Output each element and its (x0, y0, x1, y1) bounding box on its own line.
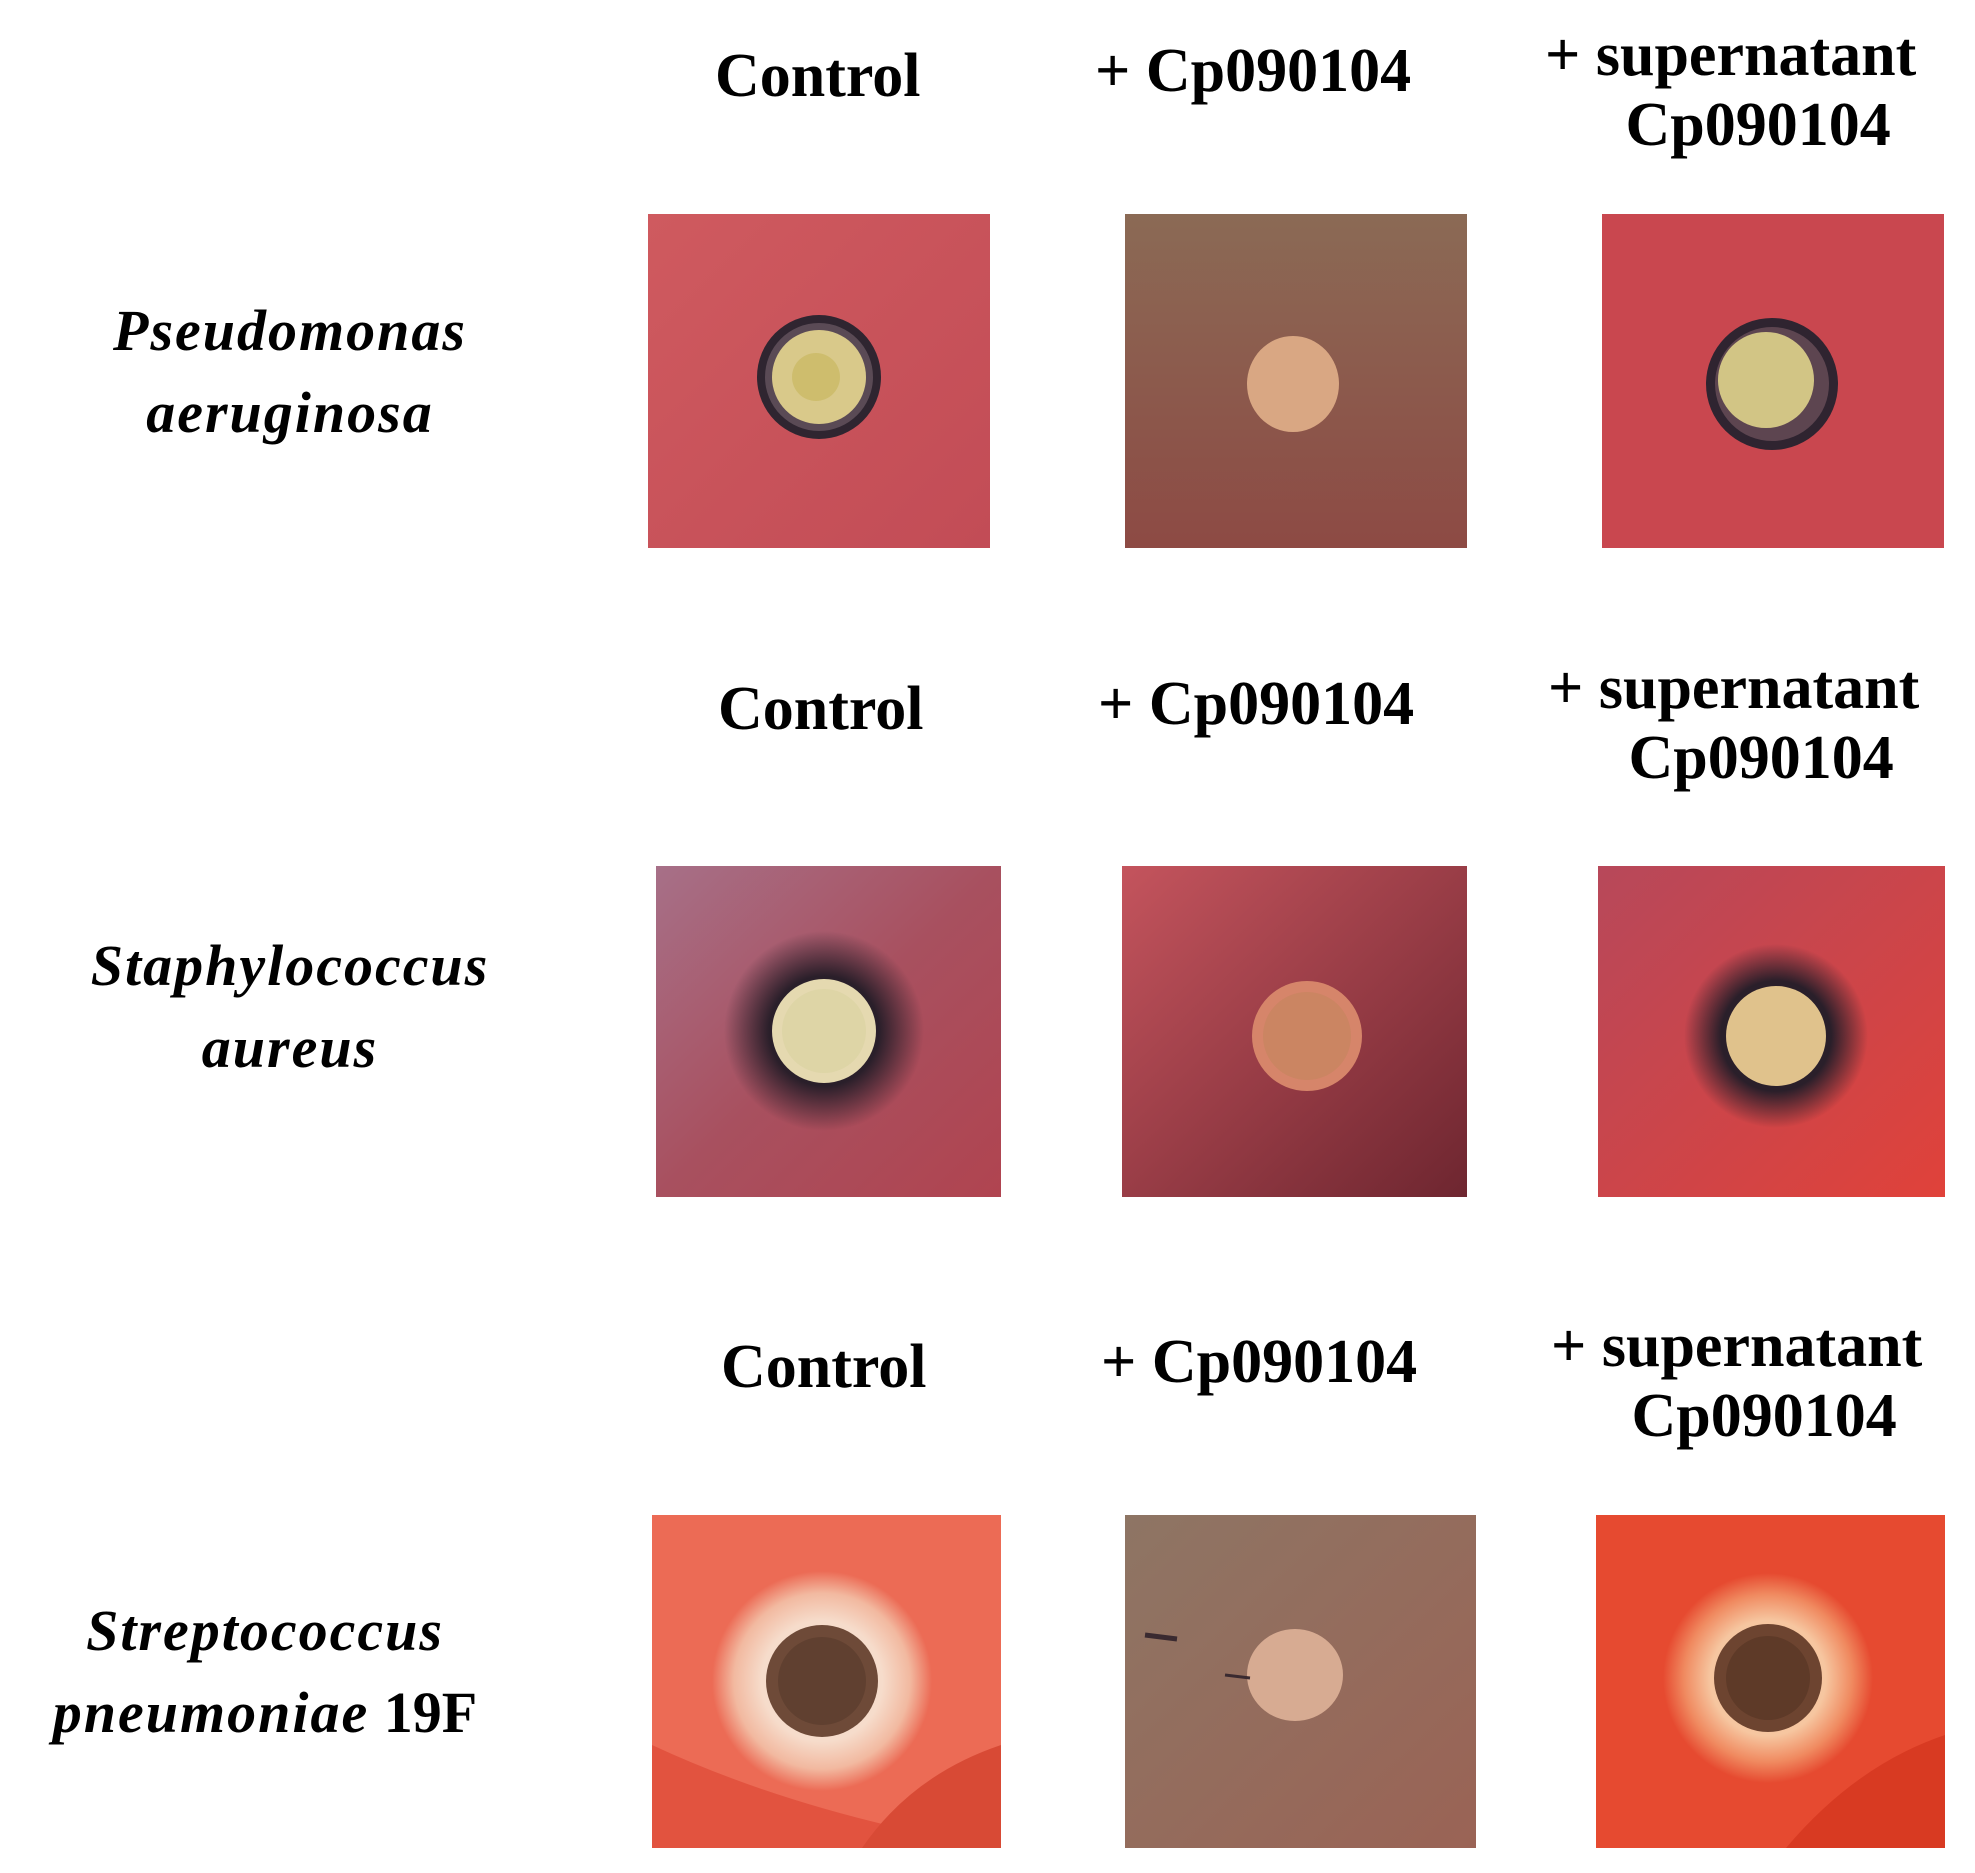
column-label-supernatant-line2: Cp090104 (1625, 91, 1891, 159)
organism-line1: Staphylococcus (90, 933, 490, 998)
column-label-control: Control (715, 42, 921, 110)
column-label-supernatant: + supernatant Cp090104 (1551, 1311, 1922, 1451)
column-label-control: Control (721, 1333, 927, 1401)
column-label-cp090104: + Cp090104 (1101, 1328, 1418, 1396)
column-label-supernatant-line1: + supernatant (1545, 21, 1917, 89)
plate-photo (648, 214, 990, 548)
column-label-supernatant-line1: + supernatant (1551, 1312, 1923, 1380)
plate-photo (1122, 866, 1467, 1197)
plate-photo (652, 1515, 1001, 1848)
plate-photo (1596, 1515, 1945, 1848)
plate-photo (656, 866, 1001, 1197)
organism-line2: aureus (201, 1015, 379, 1080)
plate-photo (1125, 214, 1467, 548)
organism-line2: pneumoniae (52, 1680, 370, 1745)
column-label-control: Control (718, 675, 924, 743)
column-label-supernatant-line2: Cp090104 (1628, 724, 1894, 792)
plate-photo (1125, 1515, 1476, 1848)
organism-line1: Streptococcus (86, 1598, 444, 1663)
column-label-cp090104: + Cp090104 (1098, 670, 1415, 738)
row-label-organism: Pseudomonas aeruginosa (90, 290, 490, 454)
organism-line2-wrap: pneumoniae 19F (15, 1672, 515, 1754)
organism-line1: Pseudomonas (113, 298, 467, 363)
column-label-supernatant-line2: Cp090104 (1631, 1382, 1897, 1450)
column-label-cp090104: + Cp090104 (1095, 37, 1412, 105)
organism-line2: aeruginosa (146, 380, 434, 445)
row-label-organism: Staphylococcus aureus (70, 925, 510, 1089)
column-label-supernatant-line1: + supernatant (1548, 654, 1920, 722)
row-label-organism: Streptococcus pneumoniae 19F (15, 1590, 515, 1754)
column-label-supernatant: + supernatant Cp090104 (1548, 653, 1919, 793)
column-label-supernatant: + supernatant Cp090104 (1545, 20, 1916, 160)
plate-photo (1602, 214, 1944, 548)
organism-strain: 19F (369, 1680, 478, 1745)
plate-photo (1598, 866, 1945, 1197)
